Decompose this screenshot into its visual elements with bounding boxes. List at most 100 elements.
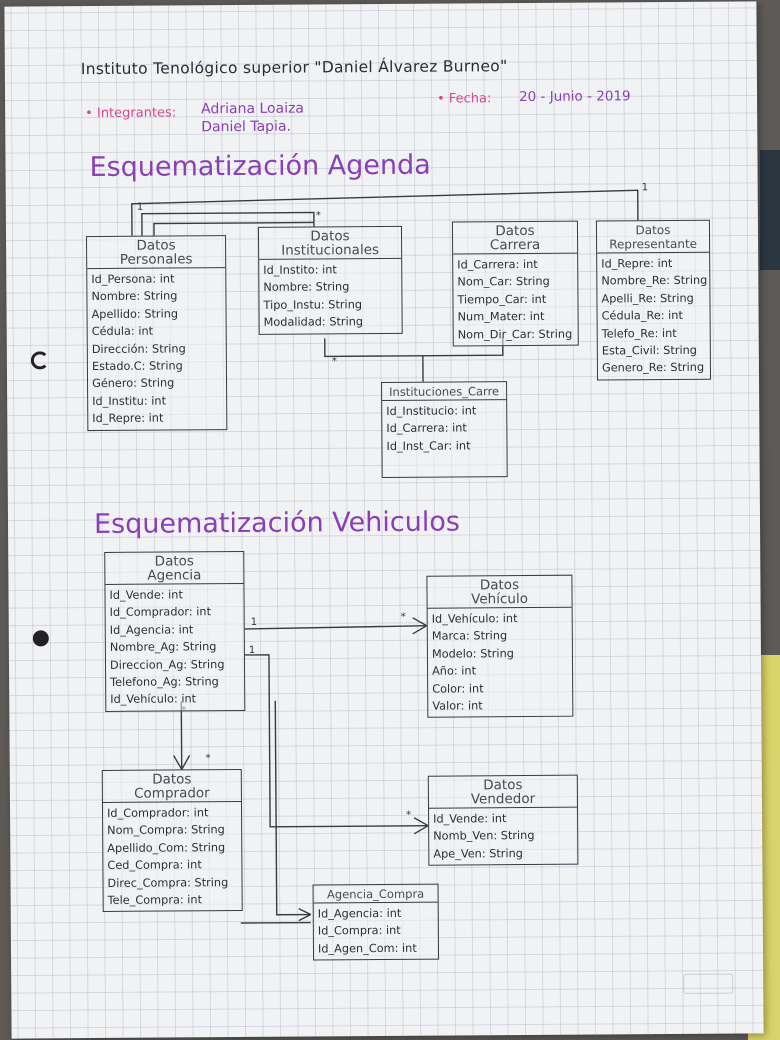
entity-title: Datos Representante xyxy=(596,220,710,254)
entity-field: Id_Comprador: int xyxy=(109,605,212,620)
mult-many: * xyxy=(205,753,211,765)
mult-one: 1 xyxy=(136,201,144,213)
background-dark-strip xyxy=(760,150,780,270)
entity-field: Nombre: String xyxy=(263,280,350,295)
mult-one: 1 xyxy=(250,616,258,628)
entity-field: Id_Vende: int xyxy=(109,588,183,602)
entity-field: Id_Agen_Com: int xyxy=(317,941,417,956)
entity-field: Id_Compra: int xyxy=(317,924,401,938)
entity-field: Id_Institu: int xyxy=(92,394,167,408)
entity-field: Género: String xyxy=(91,376,175,391)
entity-field: Ced_Compra: int xyxy=(107,858,202,873)
crowfoot-compra xyxy=(298,907,312,922)
entity-field: Id_Comprador: int xyxy=(106,806,209,820)
entity-field: Estado.C: String xyxy=(91,359,183,374)
entity-field: Telefo_Re: int xyxy=(601,326,677,341)
entity-field: Apellido: String xyxy=(91,307,179,321)
entity-field: Modelo: String xyxy=(431,646,514,661)
crowfoot-vehiculo xyxy=(412,617,428,635)
entity-field: Cédula: int xyxy=(91,324,154,339)
entity-field: Id_Instito: int xyxy=(263,263,337,277)
entity-field: Nom_Car: String xyxy=(457,275,550,289)
crowfoot-vendedor xyxy=(413,817,429,835)
entity-field: Id_Vehículo: int xyxy=(431,612,518,626)
binder-hole xyxy=(30,351,49,370)
entity-title: Datos Comprador xyxy=(102,770,241,803)
date-value: 20 - Junio - 2019 xyxy=(518,88,631,106)
entity-field: Marca: String xyxy=(431,629,508,644)
mult-one: 1 xyxy=(641,182,649,194)
entity-field: Id_Inst_Car: int xyxy=(386,439,471,453)
entity-field: Nombre: String xyxy=(91,289,178,304)
section-title-vehiculos: Esquematización Vehiculos xyxy=(93,506,460,541)
entity-field: Valor: int xyxy=(432,699,483,713)
entity-title: Datos Vendedor xyxy=(428,775,578,809)
entity-field: Id_Persona: int xyxy=(91,272,175,287)
entity-field: Nombre_Re: String xyxy=(601,274,708,288)
entity-field: Id_Repre: int xyxy=(601,256,673,271)
entity-title: Datos Personales xyxy=(87,236,226,270)
entity-field: Nomb_Ven: String xyxy=(433,829,535,844)
entity-title: Datos Agencia xyxy=(105,551,244,585)
section-title-agenda: Esquematización Agenda xyxy=(89,149,431,184)
entity-title: Datos Institucionales xyxy=(258,226,402,260)
institute-title: Instituto Tenológico superior "Daniel Ál… xyxy=(80,57,508,79)
line-agencia-vehiculo xyxy=(244,625,427,630)
member-2: Daniel Tapia. xyxy=(201,118,292,136)
entity-field: Esta_Civil: String xyxy=(601,343,697,358)
entity-field: Num_Mater: int xyxy=(457,310,545,324)
entity-field: Telefono_Ag: String xyxy=(110,675,219,689)
entity-field: Id_Agencia: int xyxy=(109,623,194,637)
entity-field: Año: int xyxy=(432,664,477,678)
entity-field: Apellido_Com: String xyxy=(107,840,226,855)
mult-many: * xyxy=(331,356,337,368)
entity-field: Id_Carrera: int xyxy=(457,257,538,272)
date-label: • Fecha: xyxy=(437,91,492,107)
mult-one: 1 xyxy=(248,644,256,656)
entity-field: Direc_Compra: String xyxy=(107,875,229,890)
entity-field: Genero_Re: String xyxy=(601,361,705,375)
mult-many: * xyxy=(315,210,321,222)
entity-title: Instituciones_Carre xyxy=(382,382,507,402)
entity-field: Cédula_Re: int xyxy=(601,309,683,323)
entity-field: Id_Vende: int xyxy=(433,812,507,826)
entity-field: Nom_Dir_Car: String xyxy=(457,327,573,342)
member-1: Adriana Loaiza xyxy=(201,100,305,118)
binder-hole-filled xyxy=(32,630,49,647)
line-agencia-compra xyxy=(274,700,311,916)
mult-many: * xyxy=(400,611,406,623)
entity-field: Tele_Compra: int xyxy=(107,893,203,907)
entity-title: Datos Carrera xyxy=(452,221,578,255)
entity-field: Nombre_Ag: String xyxy=(109,640,217,655)
entity-title: Agencia_Compra xyxy=(313,884,438,904)
entity-field: Nom_Compra: String xyxy=(107,823,225,838)
mult-many: * xyxy=(406,809,412,821)
crowfoot-comprador xyxy=(173,755,191,770)
members-label: • Integrantes: xyxy=(85,105,177,122)
entity-field: Color: int xyxy=(432,681,484,696)
entity-field: Id_Repre: int xyxy=(92,411,164,426)
entity-field: Id_Agencia: int xyxy=(317,906,402,921)
entity-field: Id_Carrera: int xyxy=(386,421,467,436)
entity-field: Tipo_Instu: String xyxy=(263,297,363,312)
graph-paper-sheet: Instituto Tenológico superior "Daniel Ál… xyxy=(4,1,764,1039)
entity-field: Modalidad: String xyxy=(263,315,364,330)
